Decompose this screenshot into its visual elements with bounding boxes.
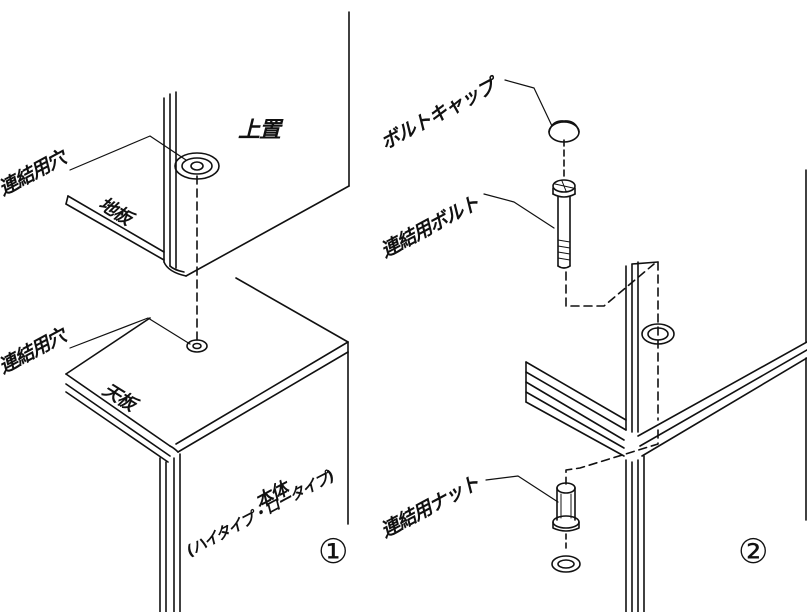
leader-lines-1 <box>69 135 191 349</box>
alignment-dash-3 <box>565 263 655 307</box>
fig2-cabinet <box>525 169 807 612</box>
alignment-dash-4 <box>565 429 659 485</box>
upper-unit-panel <box>65 11 350 277</box>
step-number-2: ② <box>738 532 769 572</box>
upper-unit-label: 上置 <box>238 118 281 143</box>
body-unit <box>65 277 349 612</box>
connecting-nut <box>551 482 581 573</box>
connecting-bolt <box>552 179 576 269</box>
step-number-1: ① <box>318 532 349 572</box>
leader-lines-2 <box>483 79 559 503</box>
bolt-cap <box>548 120 580 143</box>
